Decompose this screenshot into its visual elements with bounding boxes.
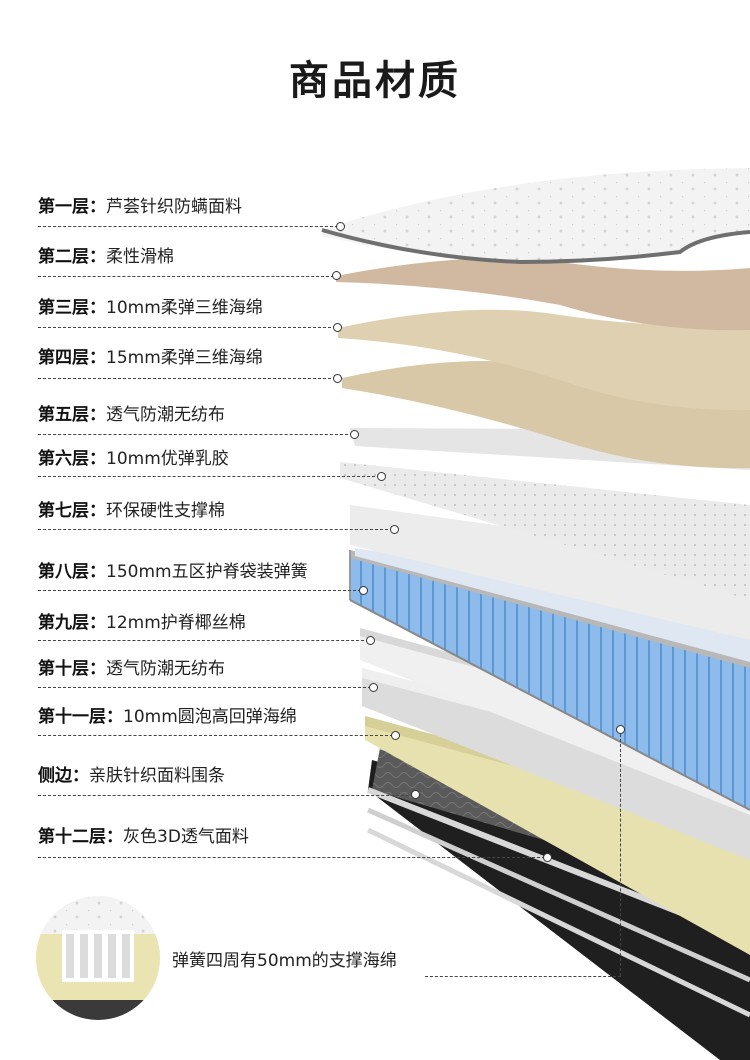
leader-line-vertical <box>620 734 621 976</box>
spring-edge-note: 弹簧四周有50mm的支撑海绵 <box>172 946 397 971</box>
layer-label-key: 第六层： <box>38 449 106 469</box>
marker-dot <box>332 271 341 280</box>
layer-label-10: 第十层：透气防潮无纺布 <box>38 658 225 680</box>
layer-label-5: 第五层：透气防潮无纺布 <box>38 404 225 426</box>
layer-label-value: 亲肤针织面料围条 <box>89 766 225 786</box>
layer-label-side: 侧边：亲肤针织面料围条 <box>38 765 225 787</box>
layer-label-value: 透气防潮无纺布 <box>106 659 225 679</box>
leader-line <box>425 976 621 977</box>
marker-dot <box>333 374 342 383</box>
layer-label-7: 第七层：环保硬性支撑棉 <box>38 500 225 522</box>
layer-label-key: 第一层： <box>38 197 106 217</box>
layer-label-11: 第十一层：10mm圆泡高回弹海绵 <box>38 706 297 728</box>
marker-dot <box>333 323 342 332</box>
layer-label-6: 第六层：10mm优弹乳胶 <box>38 448 229 470</box>
layer-label-12: 第十二层：灰色3D透气面料 <box>38 826 249 848</box>
leader-line <box>38 226 338 227</box>
marker-dot <box>336 222 345 231</box>
layer-label-value: 10mm柔弹三维海绵 <box>106 298 263 318</box>
layer-label-key: 第十二层： <box>38 827 123 847</box>
layer-label-key: 第十一层： <box>38 707 123 727</box>
marker-dot <box>616 725 625 734</box>
layer-label-key: 第十层： <box>38 659 106 679</box>
layer-label-9: 第九层：12mm护脊椰丝棉 <box>38 612 246 634</box>
marker-dot <box>377 472 386 481</box>
leader-line <box>38 327 336 328</box>
layer-label-4: 第四层：15mm柔弹三维海绵 <box>38 347 263 369</box>
leader-line <box>38 378 336 379</box>
layer-label-key: 第七层： <box>38 501 106 521</box>
layer-label-value: 15mm柔弹三维海绵 <box>106 348 263 368</box>
leader-line <box>38 590 361 591</box>
marker-dot <box>411 790 420 799</box>
leader-line <box>38 529 393 530</box>
layer-label-8: 第八层：150mm五区护脊袋装弹簧 <box>38 561 308 583</box>
layer-label-value: 芦荟针织防螨面料 <box>106 197 242 217</box>
layer-label-value: 环保硬性支撑棉 <box>106 501 225 521</box>
layer-label-key: 侧边： <box>38 766 89 786</box>
marker-dot <box>366 636 375 645</box>
layer-label-key: 第四层： <box>38 348 106 368</box>
marker-dot <box>391 731 400 740</box>
marker-dot <box>543 853 552 862</box>
layer-label-key: 第五层： <box>38 405 106 425</box>
marker-dot <box>350 430 359 439</box>
layer-label-value: 12mm护脊椰丝棉 <box>106 613 246 633</box>
leader-line <box>38 276 334 277</box>
leader-line <box>38 434 353 435</box>
layer-label-value: 10mm优弹乳胶 <box>106 449 229 469</box>
layer-label-value: 10mm圆泡高回弹海绵 <box>123 707 297 727</box>
layer-label-value: 灰色3D透气面料 <box>123 827 249 847</box>
leader-line <box>38 857 545 858</box>
layer-1-top-fabric <box>322 168 750 262</box>
layer-label-key: 第二层： <box>38 247 106 267</box>
layer-label-key: 第八层： <box>38 562 106 582</box>
leader-line <box>38 640 369 641</box>
layer-label-3: 第三层：10mm柔弹三维海绵 <box>38 297 263 319</box>
layer-label-value: 150mm五区护脊袋装弹簧 <box>106 562 308 582</box>
leader-line <box>38 735 393 736</box>
leader-line <box>38 476 380 477</box>
leader-line <box>38 795 414 796</box>
layer-label-value: 透气防潮无纺布 <box>106 405 225 425</box>
layer-label-key: 第三层： <box>38 298 106 318</box>
layer-label-value: 柔性滑棉 <box>106 247 174 267</box>
marker-dot <box>359 586 368 595</box>
spring-edge-inset-image <box>36 896 160 1020</box>
layer-label-1: 第一层：芦荟针织防螨面料 <box>38 196 242 218</box>
layer-label-2: 第二层：柔性滑棉 <box>38 246 174 268</box>
layer-label-key: 第九层： <box>38 613 106 633</box>
marker-dot <box>390 525 399 534</box>
marker-dot <box>369 683 378 692</box>
leader-line <box>38 687 371 688</box>
